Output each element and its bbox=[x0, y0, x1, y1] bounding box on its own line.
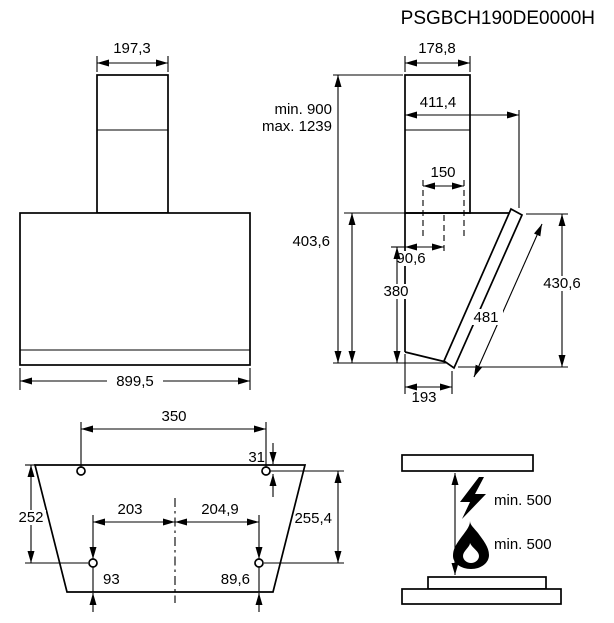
bottom-right-offset-label: 89,6 bbox=[221, 571, 250, 588]
dim-bottom-left-offset: 93 bbox=[89, 567, 120, 612]
dim-glass-height: 430,6 bbox=[458, 213, 587, 368]
electric-clearance-label: min. 500 bbox=[494, 492, 552, 509]
counter-bar bbox=[401, 588, 562, 605]
bottom-left-offset-label: 93 bbox=[103, 571, 120, 588]
right-drop-label: 255,4 bbox=[294, 510, 332, 527]
body-width-label: 899,5 bbox=[116, 373, 154, 390]
hole-top-right bbox=[261, 466, 271, 476]
dim-bottom-depth: 193 bbox=[404, 354, 453, 406]
top-depth-label: 411,4 bbox=[420, 94, 456, 111]
dim-height-range: min. 900 max. 1239 bbox=[262, 74, 448, 364]
chimney-width-label: 197,3 bbox=[113, 40, 151, 57]
hole-inset-label: 31 bbox=[248, 449, 265, 466]
glass-length-label: 481 bbox=[473, 309, 498, 326]
dim-hole-inset: 31 bbox=[248, 443, 277, 497]
hole-top-left bbox=[76, 466, 86, 476]
center-right-label: 204,9 bbox=[201, 501, 239, 518]
model-number: PSGBCH190DE0000H bbox=[401, 8, 595, 29]
dim-upper-back-height: 403,6 bbox=[292, 212, 405, 363]
hood-front-outline bbox=[19, 74, 251, 366]
height-min-label: min. 900 bbox=[274, 101, 332, 118]
hole-spacing-label: 350 bbox=[161, 408, 186, 425]
dim-duct-offset: 90,6 bbox=[391, 215, 445, 267]
dim-left-drop: 252 bbox=[17, 464, 88, 564]
chimney-depth-label: 178,8 bbox=[418, 40, 456, 57]
center-left-label: 203 bbox=[117, 501, 142, 518]
body-front bbox=[19, 212, 251, 366]
left-drop-label: 252 bbox=[18, 509, 43, 526]
duct-offset-label: 90,6 bbox=[396, 250, 425, 267]
chimney-front bbox=[96, 74, 169, 214]
dim-duct-width: 150 bbox=[422, 164, 465, 240]
dim-hole-spacing: 350 bbox=[80, 408, 267, 471]
dim-back-height: 380 bbox=[381, 247, 412, 363]
duct-width-label: 150 bbox=[430, 164, 455, 181]
mounting-outline bbox=[33, 464, 307, 593]
back-height-label: 380 bbox=[383, 283, 408, 300]
dim-body-width: 899,5 bbox=[19, 368, 251, 390]
front-view: 197,3 899,5 bbox=[19, 40, 251, 390]
hole-bottom-left bbox=[88, 558, 98, 568]
dim-bottom-right-offset: 89,6 bbox=[221, 567, 263, 612]
hole-bottom-right bbox=[254, 558, 264, 568]
bottom-depth-label: 193 bbox=[411, 389, 436, 406]
gas-clearance-label: min. 500 bbox=[494, 536, 552, 553]
mounting-view: 350 31 252 203 204,9 255,4 bbox=[17, 408, 344, 612]
clearance-view: min. 500 min. 500 bbox=[401, 454, 562, 605]
dim-center-offsets: 203 204,9 bbox=[89, 501, 263, 559]
side-view: 178,8 411,4 min. 900 max. 1239 403,6 150 bbox=[262, 40, 587, 406]
dim-chimney-width: 197,3 bbox=[96, 40, 169, 72]
lightning-icon bbox=[460, 477, 486, 519]
cooktop-bar bbox=[427, 576, 547, 590]
dim-top-depth: 411,4 bbox=[405, 94, 520, 208]
glass-panel bbox=[442, 207, 524, 370]
dim-chimney-depth: 178,8 bbox=[404, 40, 471, 72]
dim-glass-length: 481 bbox=[470, 223, 543, 378]
glass-height-label: 430,6 bbox=[543, 275, 581, 292]
upper-back-height-label: 403,6 bbox=[292, 233, 330, 250]
hood-bottom-bar bbox=[401, 454, 534, 472]
height-max-label: max. 1239 bbox=[262, 118, 332, 135]
dim-right-drop: 255,4 bbox=[264, 470, 344, 564]
